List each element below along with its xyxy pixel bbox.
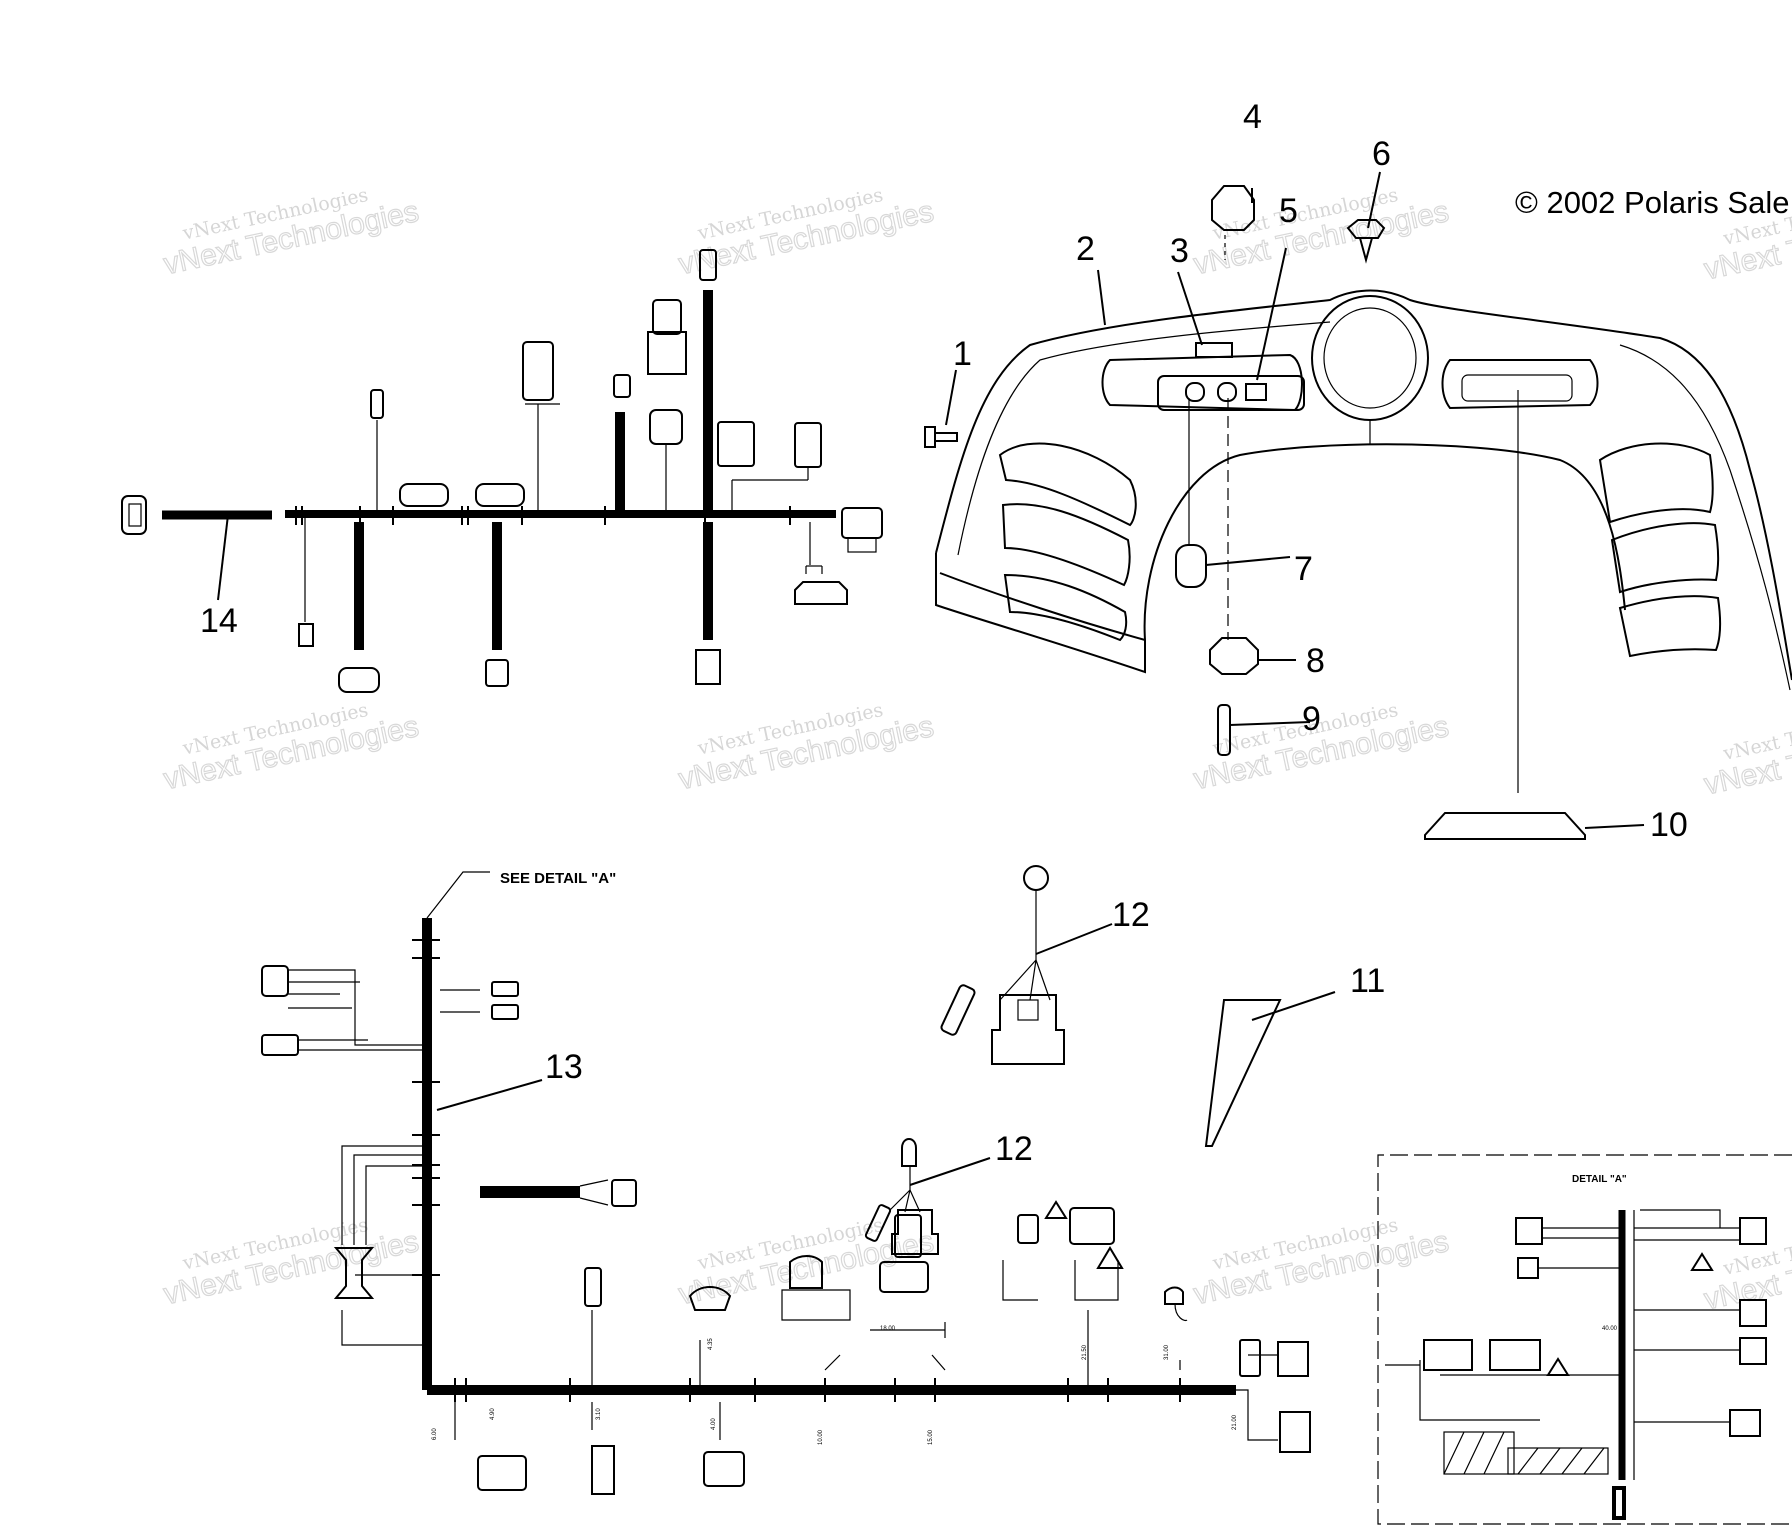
main-harness-14: [121, 249, 883, 693]
dim-tag: 4.00: [711, 1418, 717, 1430]
callout-11: 11: [1350, 962, 1385, 1000]
callout-13: 13: [545, 1048, 583, 1086]
instrument-bezel: [1101, 353, 1303, 412]
label-plate-3: [1195, 342, 1233, 358]
callout-1: 1: [953, 335, 972, 373]
lens-part-10: [1424, 812, 1586, 840]
callout-6: 6: [1372, 135, 1391, 173]
pin-part-9: [1217, 704, 1231, 756]
detail-a-title: DETAIL "A": [1572, 1174, 1627, 1185]
part-12b-sensor: [864, 1138, 991, 1255]
right-vent: [1598, 442, 1714, 524]
splice-connector: [399, 483, 449, 507]
callout-8: 8: [1306, 642, 1325, 680]
dimension-tags: 6.00 4.90 3.10 4.00 4.35 10.00 15.00 18.…: [432, 1326, 1618, 1445]
dim-tag: 15.00: [928, 1429, 934, 1445]
nut-part-8: [1209, 637, 1259, 675]
see-detail-label: SEE DETAIL "A": [500, 870, 616, 887]
watermark: vNext Technologies vNext Technologies: [1190, 184, 1452, 282]
part-12a-sensor: [940, 865, 1113, 1065]
dim-tag: 10.00: [818, 1429, 824, 1445]
gauge-pod: [1311, 295, 1429, 421]
dim-tag: 21.50: [1082, 1344, 1088, 1360]
callout-10: 10: [1650, 806, 1688, 844]
dim-tag: 21.00: [1232, 1414, 1238, 1430]
watermark: vNext Technologies vNext Technologies: [160, 1214, 422, 1312]
horizontal-trunk-clips: [454, 1378, 1181, 1402]
watermark: vNext Technologies vNext Technologies: [675, 699, 937, 797]
watermark: vNext Technologies vNext Technologies: [160, 184, 422, 282]
watermark: vNext Technologies vNext Technologies: [160, 699, 422, 797]
watermark: vNext Technologies vNext Technologies: [1701, 1219, 1792, 1317]
part-11-probe: [1204, 991, 1336, 1147]
callout-5: 5: [1279, 192, 1298, 230]
copyright-text: © 2002 Polaris Sale: [1515, 185, 1789, 220]
nose-panel: [935, 289, 1792, 681]
callout-9: 9: [1302, 700, 1321, 738]
dim-tag: 40.00: [1602, 1326, 1618, 1332]
callout-14: 14: [200, 602, 238, 640]
dim-tag: 18.00: [880, 1326, 896, 1332]
dim-tag: 6.00: [432, 1428, 438, 1440]
callout-12a: 12: [1112, 896, 1150, 934]
callout-3: 3: [1170, 232, 1189, 270]
dash-leader-lines: [945, 171, 1645, 829]
callout-7: 7: [1294, 550, 1313, 588]
dash-panel-assembly: [935, 289, 1792, 691]
chassis-harness-13: SEE DETAIL "A": [261, 870, 1618, 1495]
callout-labels: 1 2 3 4 5 6 7 8 9 10 11 12 12 13 14: [200, 98, 1688, 1168]
left-vent: [998, 442, 1137, 527]
watermark: vNext Technologies vNext Technologies: [1190, 1214, 1452, 1312]
dim-tag: 3.10: [596, 1408, 602, 1420]
sensor-connector-body: [128, 503, 142, 527]
splice-connector: [475, 483, 525, 507]
dim-tag: 4.90: [490, 1408, 496, 1420]
push-rivet-6: [1346, 219, 1386, 264]
callout-4: 4: [1243, 98, 1262, 136]
ecu-connector: [841, 507, 883, 539]
leader-line-14: [217, 514, 229, 601]
dim-tag: 31.00: [1164, 1344, 1170, 1360]
knob-part-4: [1211, 185, 1255, 231]
callout-2: 2: [1076, 230, 1095, 268]
watermark: vNext Technologies vNext Technologies: [675, 184, 937, 282]
display-window: [1441, 359, 1599, 410]
dim-tag: 4.35: [708, 1338, 714, 1350]
detail-a-box: DETAIL "A": [1377, 1154, 1792, 1525]
sensor-connector: [121, 495, 147, 535]
callout-12b: 12: [995, 1130, 1033, 1168]
watermark: vNext Technologies vNext Technologies: [1701, 704, 1792, 802]
screw-part-1: [924, 426, 958, 448]
trunk-clips: [295, 506, 791, 525]
bulb-part-7: [1175, 544, 1207, 588]
